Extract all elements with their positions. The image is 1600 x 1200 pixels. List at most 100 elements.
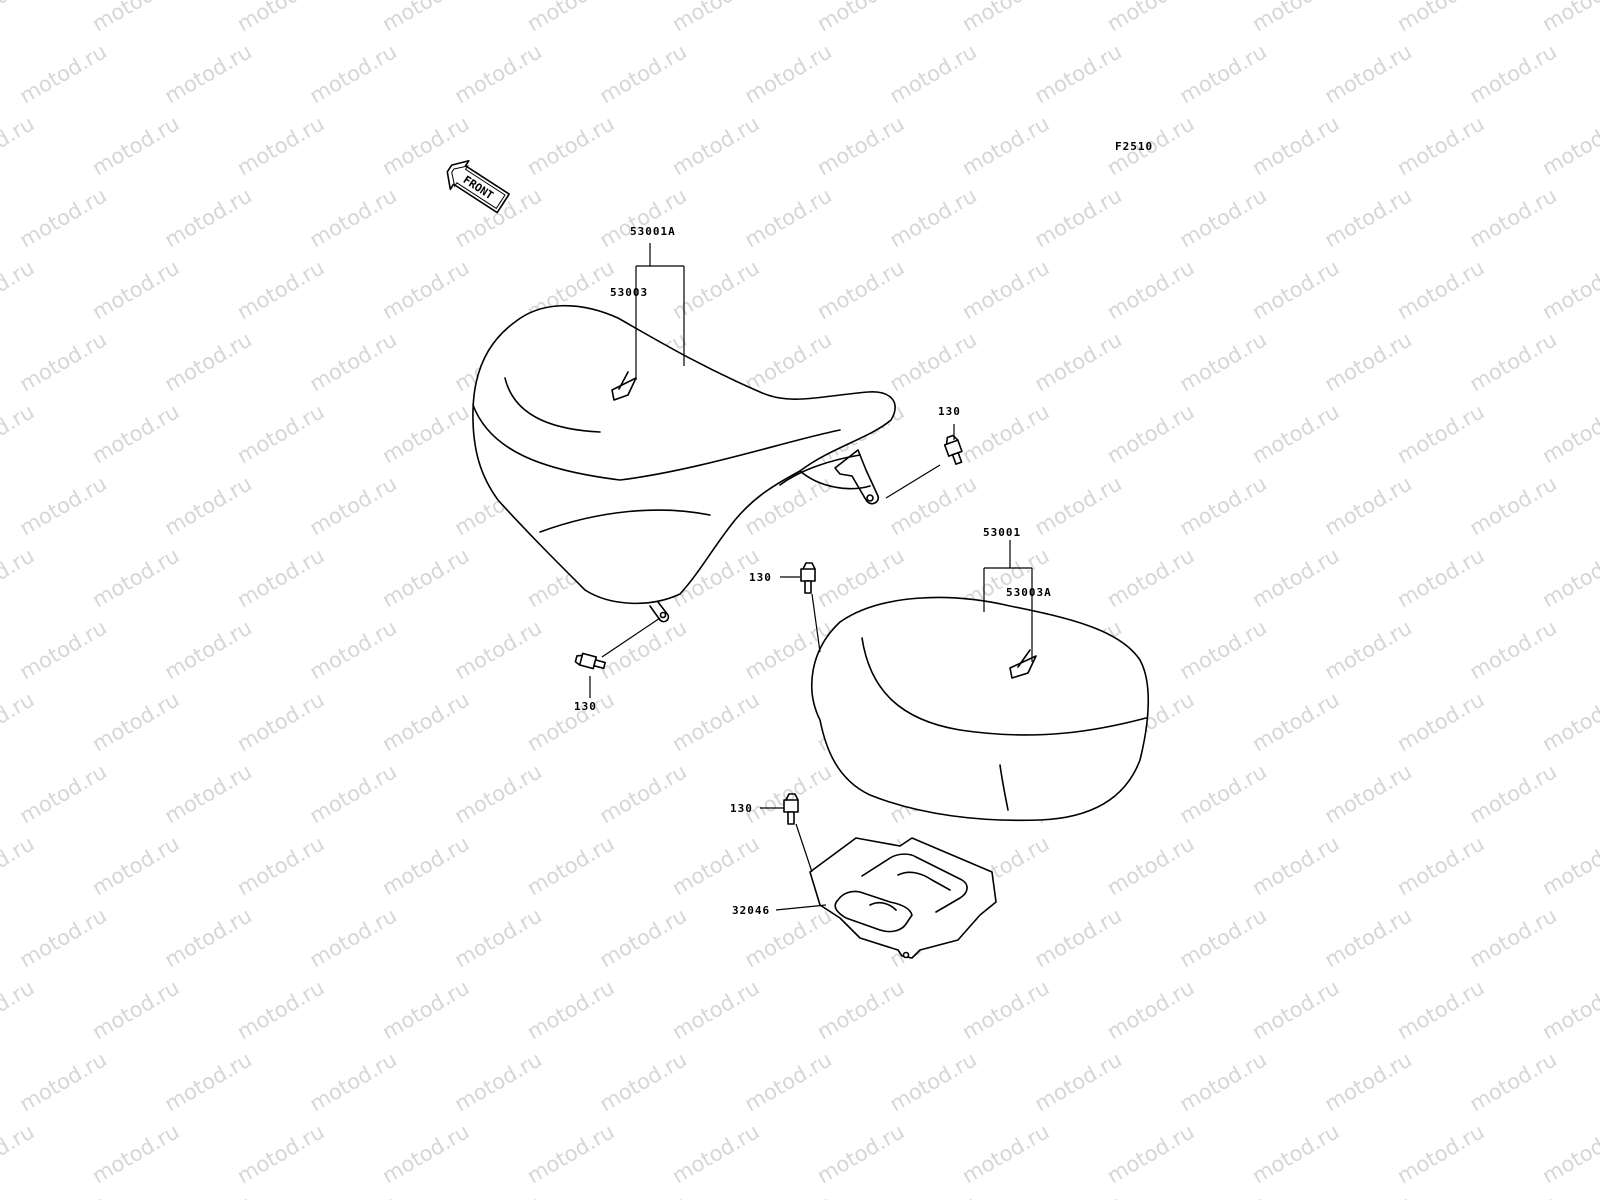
watermark-text: motod.ru	[16, 1191, 111, 1200]
watermark-text: motod.ru	[1538, 0, 1600, 36]
bolt-upper-right-icon	[943, 434, 963, 465]
watermark-text: motod.ru	[378, 0, 473, 36]
leader-lines	[589, 243, 1033, 911]
watermark-text: motod.ru	[1176, 903, 1271, 972]
watermark-text: motod.ru	[233, 1119, 328, 1188]
watermark-text: motod.ru	[1103, 399, 1198, 468]
bolt-middle-icon	[800, 562, 816, 594]
watermark-text: motod.ru	[233, 975, 328, 1044]
watermark-text: motod.ru	[233, 0, 328, 36]
watermark-text: motod.ru	[306, 1191, 401, 1200]
watermark-text: motod.ru	[523, 111, 618, 180]
bolt-left-icon	[574, 652, 606, 670]
watermark-text: motod.ru	[0, 543, 38, 612]
watermark-text: motod.ru	[668, 0, 763, 36]
watermark-text: motod.ru	[1538, 543, 1600, 612]
watermark-text: motod.ru	[1466, 615, 1561, 684]
watermark-text: motod.ru	[451, 759, 546, 828]
watermark-text: motod.ru	[1031, 1191, 1126, 1200]
watermark-text: motod.ru	[1248, 255, 1343, 324]
watermark-text: motod.ru	[451, 1047, 546, 1116]
watermark-text: motod.ru	[886, 471, 981, 540]
watermark-text: motod.ru	[668, 831, 763, 900]
watermark-text: motod.ru	[233, 831, 328, 900]
watermark-text: motod.ru	[1466, 471, 1561, 540]
watermark-text: motod.ru	[1248, 687, 1343, 756]
watermark-text: motod.ru	[451, 615, 546, 684]
watermark-text: motod.ru	[523, 687, 618, 756]
watermark-text: motod.ru	[1248, 543, 1343, 612]
watermark-text: motod.ru	[1538, 975, 1600, 1044]
watermark-text: motod.ru	[1031, 327, 1126, 396]
callout-53003A: 53003A	[1006, 586, 1052, 599]
watermark-text: motod.ru	[88, 975, 183, 1044]
watermark-text: motod.ru	[1538, 1119, 1600, 1188]
watermark-text: motod.ru	[88, 255, 183, 324]
watermark-text: motod.ru	[596, 1191, 691, 1200]
watermark-text: motod.ru	[88, 543, 183, 612]
watermark-text: motod.ru	[306, 183, 401, 252]
watermark-text: motod.ru	[88, 687, 183, 756]
watermark-text: motod.ru	[1103, 255, 1198, 324]
watermark-text: motod.ru	[161, 471, 256, 540]
watermark-text: motod.ru	[1176, 1047, 1271, 1116]
watermark-text: motod.ru	[88, 831, 183, 900]
watermark-text: motod.ru	[306, 471, 401, 540]
watermark-text: motod.ru	[88, 111, 183, 180]
watermark-text: motod.ru	[813, 1119, 908, 1188]
watermark-text: motod.ru	[1031, 183, 1126, 252]
callout-130-upper-right: 130	[938, 405, 961, 418]
watermark-text: motod.ru	[741, 39, 836, 108]
watermark-text: motod.ru	[1031, 471, 1126, 540]
watermark-text: motod.ru	[813, 0, 908, 36]
watermark-text: motod.ru	[378, 975, 473, 1044]
watermark-text: motod.ru	[523, 1119, 618, 1188]
watermark-text: motod.ru	[16, 615, 111, 684]
watermark-text: motod.ru	[451, 39, 546, 108]
watermark-text: motod.ru	[161, 327, 256, 396]
watermark-text: motod.ru	[741, 183, 836, 252]
watermark-text: motod.ru	[1393, 975, 1488, 1044]
watermark-text: motod.ru	[16, 903, 111, 972]
watermark-text: motod.ru	[1103, 831, 1198, 900]
watermark-text: motod.ru	[596, 1047, 691, 1116]
watermark-text: motod.ru	[1538, 255, 1600, 324]
callout-130-middle: 130	[749, 571, 772, 584]
watermark-text: motod.ru	[523, 975, 618, 1044]
watermark-text: motod.ru	[1248, 399, 1343, 468]
watermark-text: motod.ru	[1393, 255, 1488, 324]
watermark-text: motod.ru	[88, 0, 183, 36]
watermark-text: motod.ru	[16, 759, 111, 828]
watermark-text: motod.ru	[886, 1191, 981, 1200]
watermark-text: motod.ru	[1538, 831, 1600, 900]
watermark-text: motod.ru	[378, 543, 473, 612]
watermark-text: motod.ru	[741, 1047, 836, 1116]
watermark-text: motod.ru	[16, 471, 111, 540]
watermark-text: motod.ru	[88, 1119, 183, 1188]
watermark-text: motod.ru	[1321, 903, 1416, 972]
callout-53001A: 53001A	[630, 225, 676, 238]
watermark-text: motod.ru	[1103, 543, 1198, 612]
watermark-text: motod.ru	[596, 39, 691, 108]
watermark-text: motod.ru	[886, 1047, 981, 1116]
watermark-text: motod.ru	[813, 975, 908, 1044]
watermark-text: motod.ru	[233, 687, 328, 756]
watermark-text: motod.ru	[0, 687, 38, 756]
watermark-text: motod.ru	[596, 759, 691, 828]
watermark-text: motod.ru	[668, 111, 763, 180]
watermark-text: motod.ru	[1538, 687, 1600, 756]
callout-130-lower: 130	[730, 802, 753, 815]
watermark-text: motod.ru	[1466, 183, 1561, 252]
watermark-text: motod.ru	[378, 687, 473, 756]
watermark-text: motod.ru	[813, 111, 908, 180]
watermark-text: motod.ru	[1176, 1191, 1271, 1200]
watermark-text: motod.ru	[306, 903, 401, 972]
watermark-text: motod.ru	[306, 327, 401, 396]
watermark-text: motod.ru	[1321, 1191, 1416, 1200]
watermark-text: motod.ru	[1103, 1119, 1198, 1188]
watermark-text: motod.ru	[1103, 975, 1198, 1044]
watermark-text: motod.ru	[1103, 0, 1198, 36]
watermark-text: motod.ru	[1466, 327, 1561, 396]
watermark-text: motod.ru	[16, 183, 111, 252]
